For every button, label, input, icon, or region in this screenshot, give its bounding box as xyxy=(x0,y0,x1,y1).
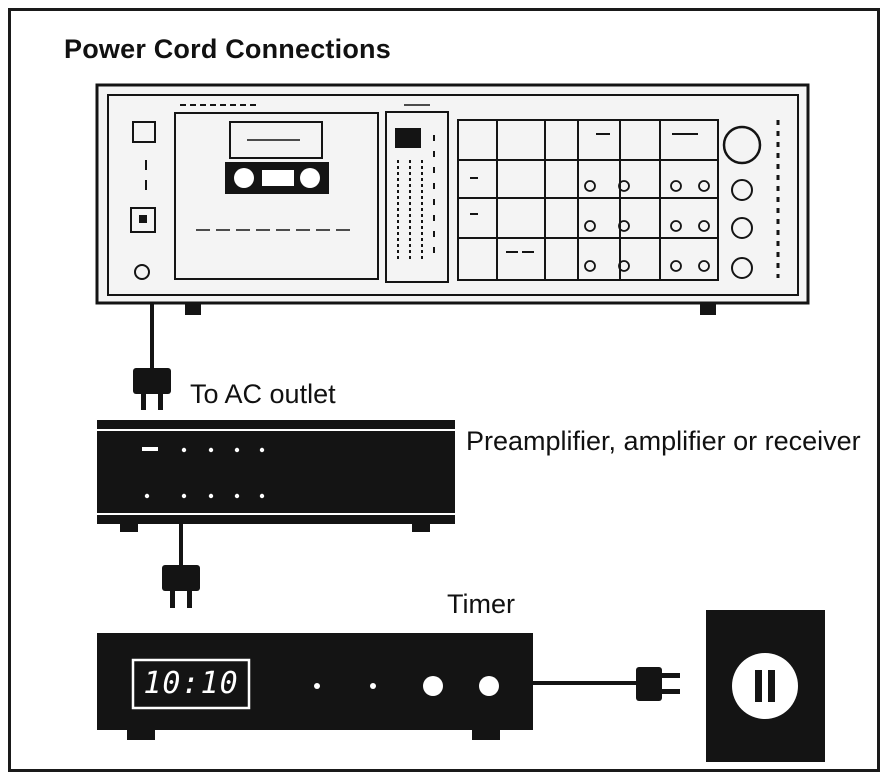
tape-deck xyxy=(95,83,810,315)
timer-label: Timer xyxy=(447,589,515,619)
power-plug-icon xyxy=(636,667,680,701)
power-plug-icon xyxy=(162,565,200,608)
diagram-frame xyxy=(8,8,880,772)
timer-display: 10:10 xyxy=(143,666,239,701)
amplifier-label: Preamplifier, amplifier or receiver xyxy=(466,426,861,456)
diagram-title: Power Cord Connections xyxy=(64,34,391,64)
amplifier-unit xyxy=(97,420,455,532)
power-plug-icon xyxy=(133,368,171,410)
wall-outlet-icon xyxy=(706,610,825,762)
ac-outlet-label: To AC outlet xyxy=(190,379,336,409)
timer-unit xyxy=(97,633,533,740)
